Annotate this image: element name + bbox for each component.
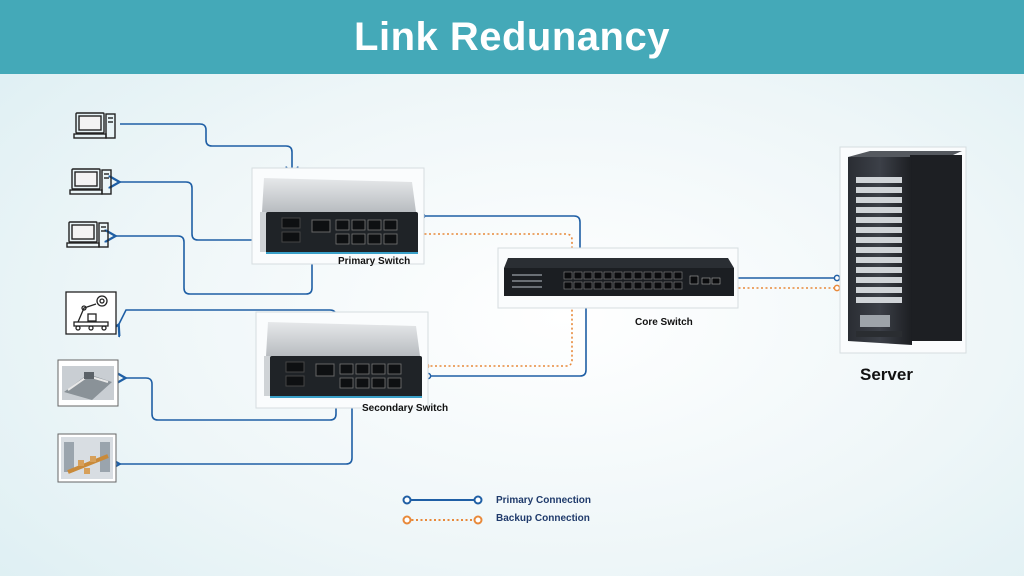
legend-primary-label: Primary Connection xyxy=(496,495,592,506)
link-pc1-primary xyxy=(120,123,292,176)
server-device xyxy=(839,146,967,354)
legend-backup-label: Backup Connection xyxy=(496,513,590,524)
computer-icon xyxy=(69,168,112,195)
link-warehouse-secondary xyxy=(118,400,353,464)
computer-icon xyxy=(73,112,116,139)
legend-primary-swatch xyxy=(402,495,483,505)
core-switch-label: Core Switch xyxy=(635,317,693,328)
page-title: Link Redunancy xyxy=(354,14,670,59)
link-pc3-primary xyxy=(114,236,313,295)
server-label: Server xyxy=(860,365,913,384)
primary-switch-label: Primary Switch xyxy=(338,256,411,267)
link-primary-core xyxy=(424,215,581,260)
legend-backup-swatch xyxy=(402,515,483,525)
link-pc2-primary xyxy=(118,182,262,240)
computer-icon xyxy=(66,221,109,248)
link-conveyor-secondary xyxy=(124,378,337,421)
secondary-switch-device xyxy=(255,311,429,409)
conveyor-icon xyxy=(57,359,119,407)
primary-switch-device xyxy=(251,167,425,265)
link-secondary-core xyxy=(428,298,587,377)
secondary-switch-label: Secondary Switch xyxy=(362,403,449,414)
core-switch-device xyxy=(497,247,739,309)
robot-factory-icon xyxy=(65,291,117,335)
backup-connections xyxy=(420,233,836,367)
backup-secondary-core xyxy=(426,298,573,367)
warehouse-icon xyxy=(57,433,117,483)
header-bar: Link Redunancy xyxy=(0,0,1024,74)
